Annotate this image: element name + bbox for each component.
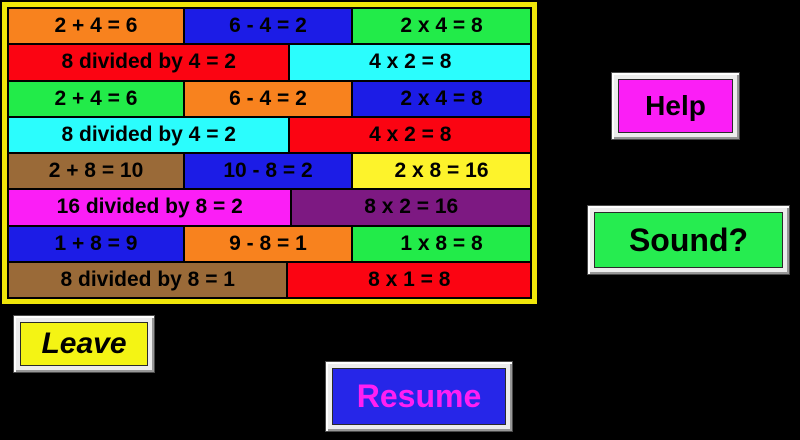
- equation-tile[interactable]: 6 - 4 = 2: [184, 81, 352, 116]
- equation-tile[interactable]: 8 divided by 8 = 1: [9, 262, 287, 297]
- equation-tile[interactable]: 2 + 4 = 6: [9, 81, 183, 116]
- equation-tile[interactable]: 10 - 8 = 2: [184, 154, 352, 189]
- equation-tile[interactable]: 2 + 4 = 6: [9, 9, 183, 44]
- equation-tile[interactable]: 1 + 8 = 9: [9, 226, 183, 261]
- equation-tile[interactable]: 2 x 4 = 8: [353, 9, 530, 44]
- sound-toggle-button[interactable]: Sound?: [587, 205, 790, 275]
- equation-tile[interactable]: 2 x 4 = 8: [353, 81, 530, 116]
- equation-tile[interactable]: 4 x 2 = 8: [290, 117, 530, 152]
- equation-tile[interactable]: 8 divided by 4 = 2: [9, 117, 289, 152]
- equation-tile[interactable]: 8 x 2 = 16: [292, 190, 530, 225]
- equation-tile[interactable]: 16 divided by 8 = 2: [9, 190, 291, 225]
- help-button-label: Help: [618, 79, 733, 133]
- resume-button[interactable]: Resume: [325, 361, 513, 432]
- equation-tile[interactable]: 8 divided by 4 = 2: [9, 45, 289, 80]
- resume-button-label: Resume: [332, 368, 506, 425]
- equation-tile[interactable]: 2 x 8 = 16: [353, 154, 530, 189]
- equation-tile[interactable]: 4 x 2 = 8: [290, 45, 530, 80]
- leave-button-label: Leave: [20, 322, 148, 366]
- sound-toggle-button-label: Sound?: [594, 212, 783, 268]
- equation-tile[interactable]: 8 x 1 = 8: [288, 262, 530, 297]
- equation-tile[interactable]: 9 - 8 = 1: [184, 226, 352, 261]
- equation-tile[interactable]: 6 - 4 = 2: [184, 9, 352, 44]
- leave-button[interactable]: Leave: [13, 315, 155, 373]
- equation-tile[interactable]: 1 x 8 = 8: [353, 226, 530, 261]
- equation-tile[interactable]: 2 + 8 = 10: [9, 154, 183, 189]
- help-button[interactable]: Help: [611, 72, 740, 140]
